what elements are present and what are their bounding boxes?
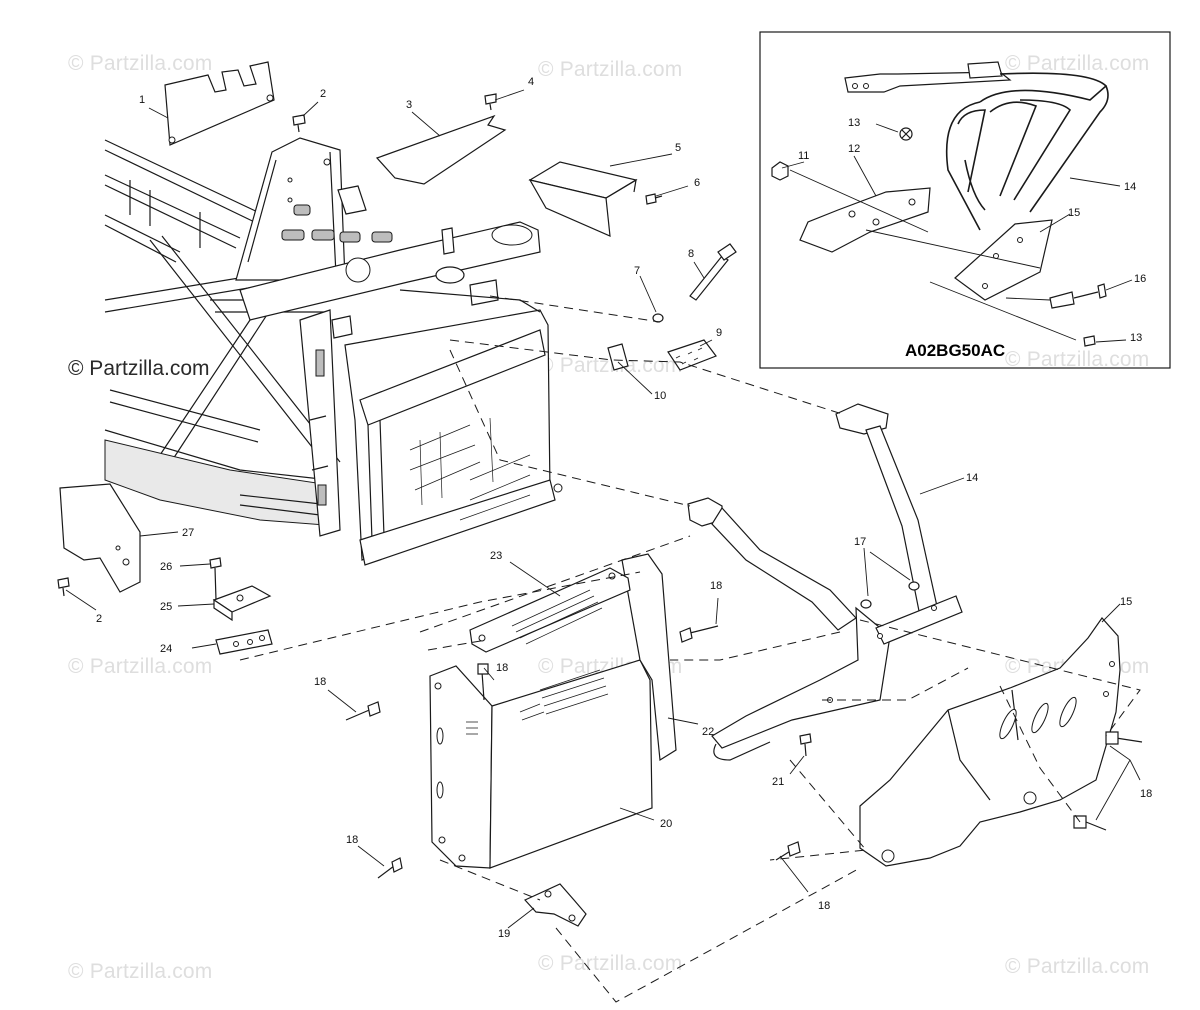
inset-detail-panel (759, 31, 1171, 369)
callout-7: 7 (634, 265, 641, 277)
part-26-bolt (209, 557, 222, 601)
callout-15: 15 (1068, 207, 1081, 219)
part-5-shield (528, 161, 638, 237)
callout-22: 22 (702, 726, 715, 738)
callout-14: 14 (1124, 181, 1137, 193)
callout-14: 14 (966, 472, 979, 484)
part-25-bracket (212, 585, 272, 622)
part-20-guard (429, 659, 653, 869)
callout-18: 18 (1140, 788, 1153, 800)
callout-18: 18 (818, 900, 831, 912)
part-21-screw (799, 733, 812, 757)
callout-13: 13 (848, 117, 861, 129)
part-8-bolt (689, 243, 737, 301)
watermark: © Partzilla.com (538, 952, 683, 975)
part-23-top-cover (469, 567, 631, 653)
part-18-rivet (679, 625, 719, 643)
part-15-skid-plate (859, 617, 1121, 867)
part-18-rivet (345, 701, 381, 721)
callout-leaders (65, 89, 1141, 929)
callout-8: 8 (688, 248, 695, 260)
part-27-shield (59, 483, 141, 593)
assembly-guide-lines (239, 295, 1141, 1003)
part-22-side-panel (621, 553, 677, 762)
callout-25: 25 (160, 601, 173, 613)
callout-2: 2 (96, 613, 103, 625)
part-2-screw (57, 577, 70, 597)
part-14-bumper (687, 403, 963, 761)
callout-24: 24 (160, 643, 173, 655)
part-3-pad (375, 114, 507, 185)
callout-18: 18 (710, 580, 723, 592)
callout-1: 1 (139, 94, 146, 106)
part-4-screw (484, 93, 497, 111)
inset-diagram-code: A02BG50AC (905, 341, 1006, 360)
part-18-rivet (775, 841, 801, 861)
callout-2: 2 (320, 88, 327, 100)
callout-19: 19 (498, 928, 511, 940)
watermark: © Partzilla.com (68, 655, 213, 678)
callout-6: 6 (694, 177, 701, 189)
watermark: © Partzilla.com (1005, 955, 1150, 978)
part-17-washer (908, 581, 920, 591)
callout-27: 27 (182, 527, 195, 539)
callout-16: 16 (1134, 273, 1147, 285)
part-10-clip (607, 343, 629, 371)
part-18-rivet (377, 857, 403, 879)
callout-5: 5 (675, 142, 682, 154)
radiator (344, 266, 563, 566)
callout-26: 26 (160, 561, 173, 573)
callout-12: 12 (848, 143, 861, 155)
callout-13: 13 (1130, 332, 1143, 344)
callout-9: 9 (716, 327, 723, 339)
watermark: © Partzilla.com (1005, 52, 1150, 75)
part-18-rivet (1073, 815, 1107, 831)
part-1-bracket (164, 61, 275, 146)
watermark: © Partzilla.com (1005, 348, 1150, 371)
watermark: © Partzilla.com (68, 357, 210, 380)
part-2-screw (292, 114, 306, 133)
part-17-washer (860, 599, 872, 609)
watermark: © Partzilla.com (68, 52, 213, 75)
part-18-rivet (1105, 731, 1143, 745)
part-24-plate (215, 629, 273, 655)
watermark: © Partzilla.com (538, 58, 683, 81)
watermark: © Partzilla.com (68, 960, 213, 983)
callout-15: 15 (1120, 596, 1133, 608)
part-6-screw (645, 193, 663, 205)
part-18-rivet (477, 663, 489, 701)
vehicle-frame (104, 137, 541, 537)
callout-17: 17 (854, 536, 867, 548)
callout-4: 4 (528, 76, 535, 88)
part-19-bracket (524, 883, 587, 927)
watermark: © Partzilla.com (538, 354, 683, 377)
callout-18: 18 (346, 834, 359, 846)
callout-18: 18 (314, 676, 327, 688)
callout-11: 11 (798, 150, 810, 162)
callout-18: 18 (496, 662, 509, 674)
callout-23: 23 (490, 550, 503, 562)
callout-20: 20 (660, 818, 673, 830)
callout-3: 3 (406, 99, 413, 111)
callout-21: 21 (772, 776, 785, 788)
callout-10: 10 (654, 390, 667, 402)
